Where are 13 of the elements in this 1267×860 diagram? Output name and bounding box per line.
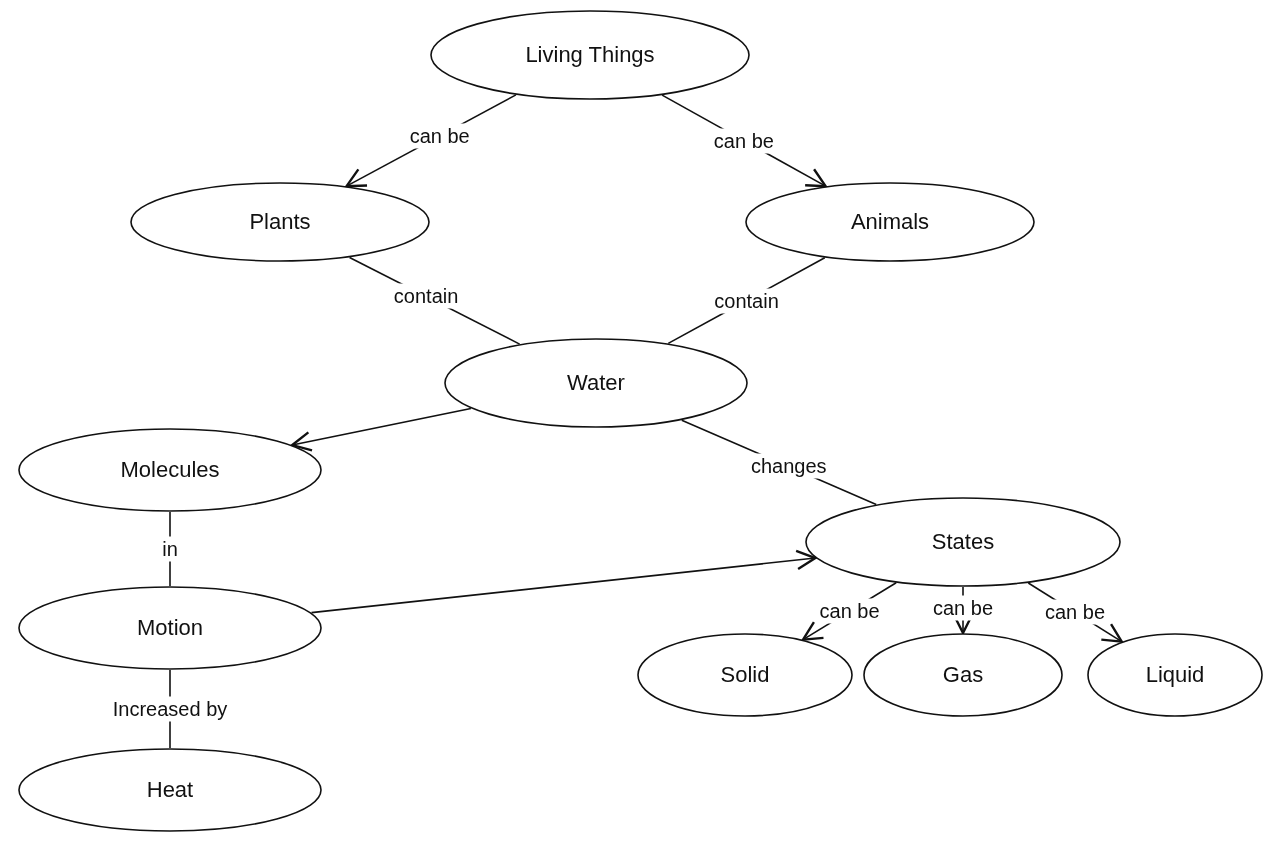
concept-label: Heat bbox=[145, 777, 195, 803]
concept-label: Plants bbox=[248, 209, 312, 235]
arrow bbox=[310, 549, 817, 614]
concept-label: Liquid bbox=[1144, 662, 1206, 688]
concept-label: Water bbox=[566, 370, 626, 396]
arrow bbox=[291, 407, 472, 452]
concept-label: Gas bbox=[941, 662, 985, 688]
concept-label: Molecules bbox=[119, 457, 221, 483]
concept-label: States bbox=[930, 529, 996, 555]
concept-label: Animals bbox=[849, 209, 931, 235]
concept-label: Living Things bbox=[524, 42, 656, 68]
concept-label: Motion bbox=[135, 615, 204, 641]
concept-label: Solid bbox=[719, 662, 771, 688]
